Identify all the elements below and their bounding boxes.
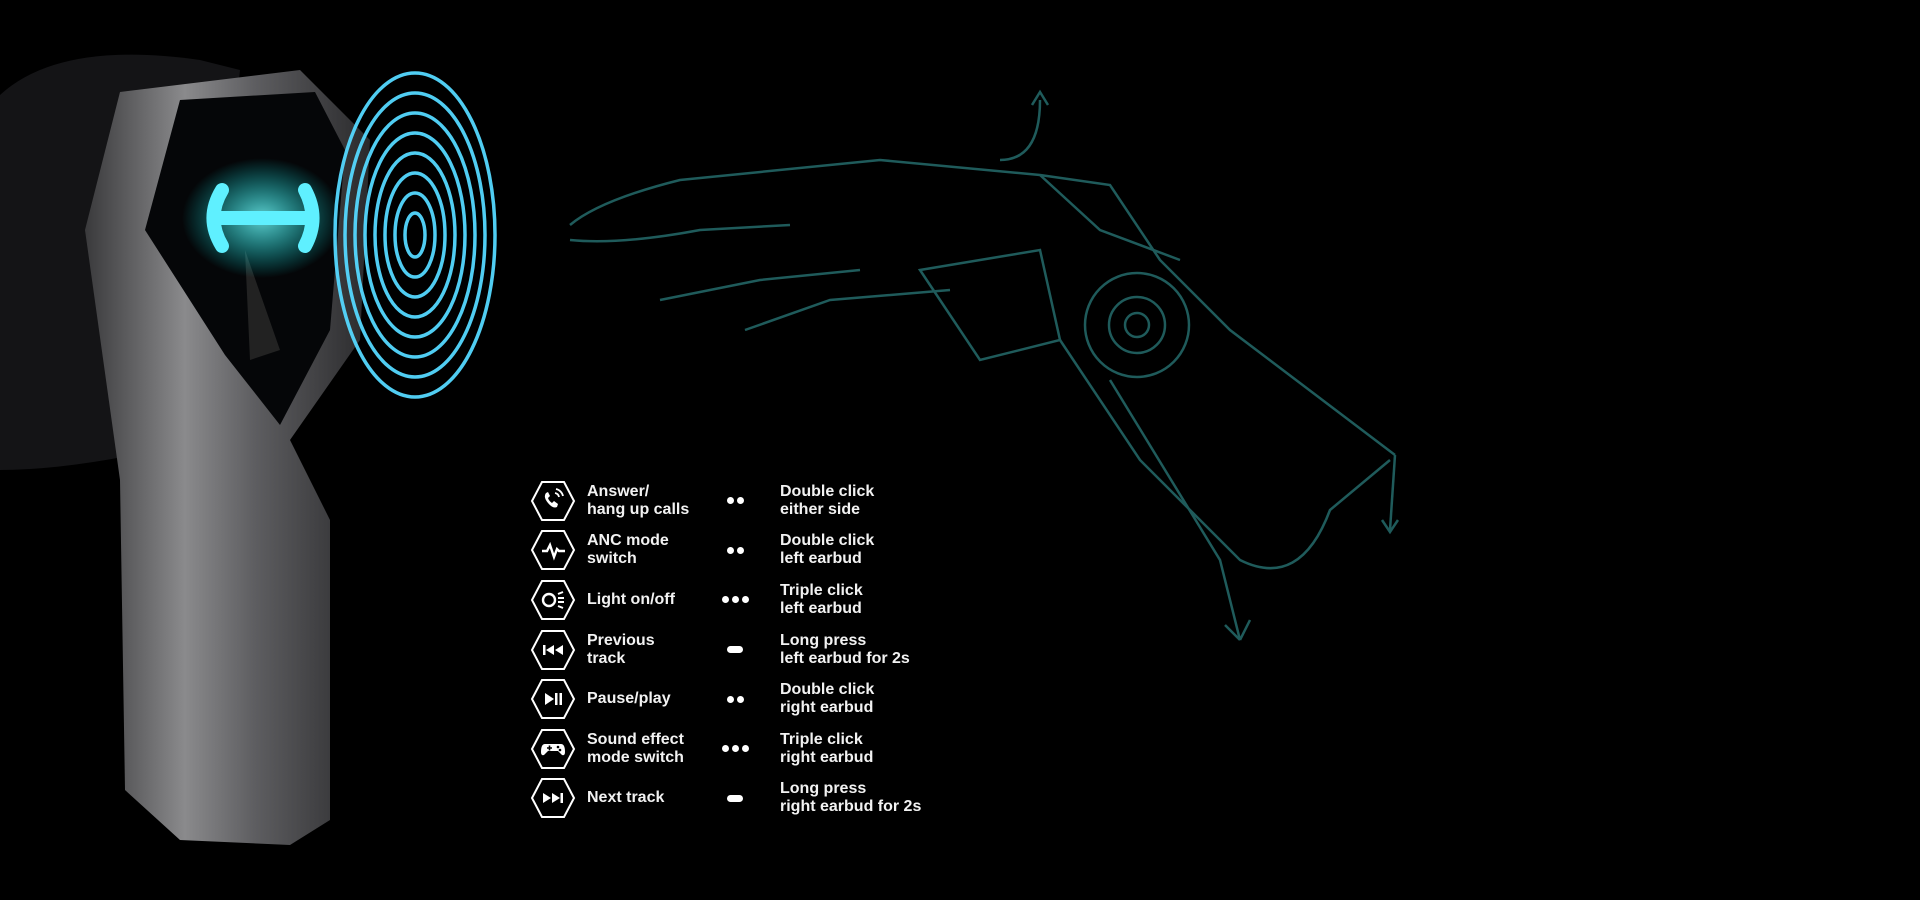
play-pause-icon: [530, 678, 576, 720]
gamepad-icon: [530, 728, 576, 770]
click-dot: [726, 695, 734, 703]
click-dot: [721, 596, 729, 604]
click-dot: [726, 497, 734, 505]
control-function: Pause/play: [587, 690, 671, 708]
click-dot: [741, 745, 749, 753]
phone-icon: [530, 480, 576, 522]
click-dot: [731, 596, 739, 604]
click-dot: [721, 745, 729, 753]
click-dot: [731, 745, 739, 753]
previous-track-icon: [530, 629, 576, 671]
gesture-marker: [705, 596, 765, 604]
control-function: Light on/off: [587, 590, 675, 608]
robotic-hand-illustration: [569, 89, 1400, 641]
click-dot: [741, 596, 749, 604]
click-dot: [736, 497, 744, 505]
control-function: Answer/hang up calls: [587, 482, 690, 518]
gesture-marker: [705, 695, 765, 703]
h-logo-icon: [206, 183, 320, 253]
click-dot: [736, 546, 744, 554]
gesture-marker: [705, 546, 765, 554]
next-track-icon: [530, 777, 576, 819]
control-function: Next track: [587, 789, 665, 807]
gesture-marker: [705, 646, 765, 654]
gesture-marker: [705, 497, 765, 505]
click-dot: [726, 546, 734, 554]
gesture-marker: [705, 745, 765, 753]
long-press-marker: [727, 646, 743, 654]
gesture-marker: [705, 794, 765, 802]
click-dot: [736, 695, 744, 703]
long-press-marker: [727, 794, 743, 802]
light-icon: [530, 579, 576, 621]
anc-wave-icon: [530, 529, 576, 571]
fingerprint-icon: [333, 71, 497, 399]
earbud: [0, 54, 370, 845]
